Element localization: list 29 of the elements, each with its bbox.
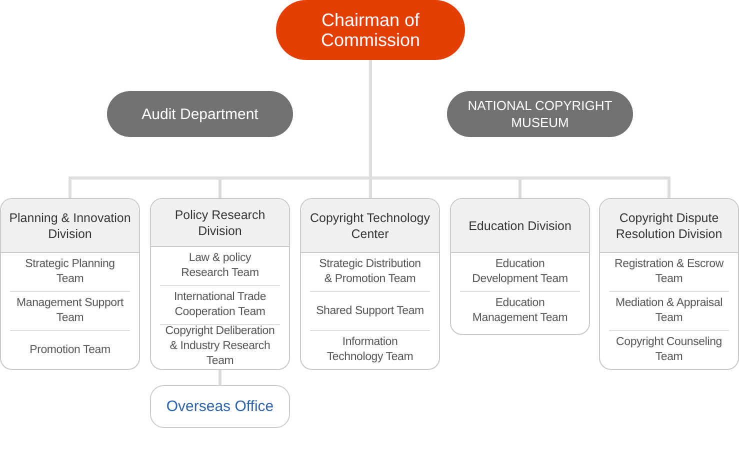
division-card [599,198,739,370]
team-name: Management Support Team [16,296,125,326]
division-title: Copyright Dispute Resolution Division [600,199,738,253]
team-name: Shared Support Team [316,304,424,318]
division-title: Planning & Innovation Division [1,199,139,253]
division-card [150,198,290,370]
team-name: Mediation & Appraisal Team [614,296,724,326]
division-card [300,198,440,370]
team-name: Copyright Deliberation & Industry Research Team [164,324,276,369]
division-title: Policy Research Division [151,199,289,248]
team-name: Education Management Team [471,296,569,326]
chairman-pill: Chairman of Commission [276,0,465,60]
division-card [450,198,590,335]
team-name: Information Technology Team [326,335,414,365]
team-name: Copyright Counseling Team [615,335,723,365]
team-name: Education Development Team [471,257,569,287]
team-name: International Trade Cooperation Team [172,290,268,320]
team-name: Registration & Escrow Team [614,257,725,287]
team-name: Promotion Team [30,342,110,358]
department-pill: Audit Department [107,91,293,137]
connector-line [218,370,222,385]
division-title: Copyright Technology Center [301,199,439,253]
team-name: Law & policy Research Team [180,251,260,282]
department-pill: NATIONAL COPYRIGHT MUSEUM [447,91,633,137]
team-name: Strategic Distribution & Promotion Team [318,257,422,287]
office-box: Overseas Office [150,385,290,428]
division-title: Education Division [451,199,589,253]
team-name: Strategic Planning Team [24,257,116,287]
division-card [0,198,140,370]
